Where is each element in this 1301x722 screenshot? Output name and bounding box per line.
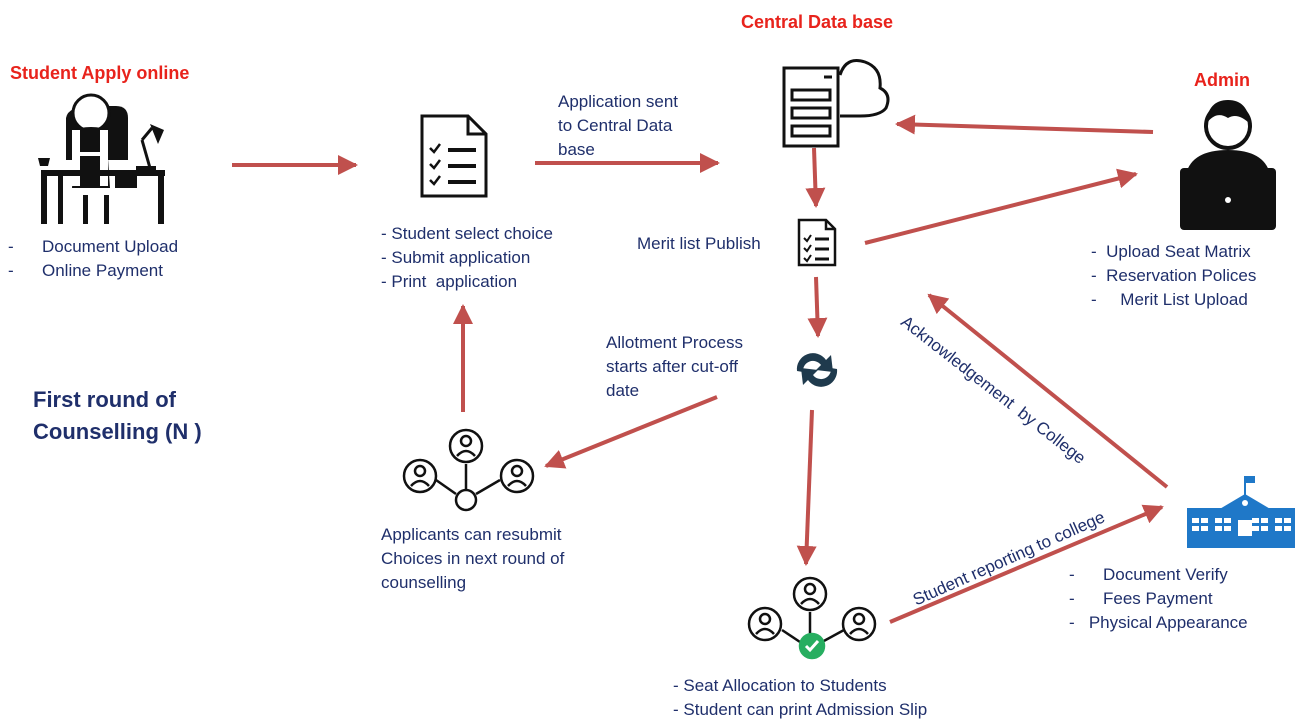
seat-allocation-line-1: - Seat Allocation to Students [673,676,887,695]
admin-item-seat-matrix: - Upload Seat Matrix [1091,242,1251,261]
student-items-list: - Document Upload - Online Payment [8,235,178,283]
applicants-network-icon [402,428,535,512]
application-item-print: - Print application [381,272,518,291]
admin-item-reservation: - Reservation Polices [1091,266,1257,285]
refresh-cycle-icon [796,353,838,387]
allotment-line-2: starts after cut-off [606,357,738,376]
server-cloud-icon [782,59,890,148]
arrow-admin-to-database [895,114,1154,135]
admin-title: Admin [1194,70,1250,90]
allotment-line-3: date [606,381,640,400]
student-desk-icon [38,93,165,224]
checklist-document-icon [420,114,488,198]
college-items-list: - Document Verify - Fees Payment - Physi… [1069,563,1248,635]
arrow-merit-to-admin [864,168,1138,245]
admin-item-merit-upload: - Merit List Upload [1091,290,1248,309]
college-item-document-verify: - Document Verify [1069,565,1228,584]
college-building-icon [1187,476,1295,548]
allotment-label: Allotment Process starts after cut-off d… [606,331,743,403]
arrow-merit-to-allotment [807,276,828,338]
admin-items-list: - Upload Seat Matrix - Reservation Polic… [1091,240,1256,312]
resubmit-label: Applicants can resubmit Choices in next … [381,523,564,595]
student-title: Student Apply online [10,63,190,83]
arrow-seat-to-college [889,504,1164,624]
admin-laptop-icon [1180,100,1276,230]
first-round-line-1: First round of [33,387,176,412]
first-round-line-2: Counselling (N ) [33,419,202,444]
application-item-submit: - Submit application [381,248,531,267]
allotment-line-1: Allotment Process [606,333,743,352]
application-sent-line-2: to Central Data [558,116,673,135]
student-item-online-payment: - Online Payment [8,261,163,280]
college-item-physical-appearance: - Physical Appearance [1069,613,1248,632]
merit-list-label: Merit list Publish [637,234,761,253]
application-item-select-choice: - Student select choice [381,224,553,243]
arrow-allotment-to-applicants [544,395,718,469]
central-database-title: Central Data base [741,12,894,32]
arrow-college-to-admin [927,293,1169,489]
allocated-network-icon [747,576,877,660]
resubmit-line-2: Choices in next round of [381,549,565,568]
arrow-allotment-to-seat [796,409,817,566]
college-item-fees-payment: - Fees Payment [1069,589,1213,608]
small-document-icon [797,218,837,267]
student-item-document-upload: - Document Upload [8,237,179,256]
application-items-list: - Student select choice - Submit applica… [381,222,553,294]
resubmit-line-3: counselling [381,573,467,592]
application-sent-line-1: Application sent [558,92,679,111]
application-sent-line-3: base [558,140,595,159]
first-round-title: First round of Counselling (N ) [33,384,202,448]
seat-allocation-line-2: - Student can print Admission Slip [673,700,928,719]
seat-allocation-label: - Seat Allocation to Students - Student … [673,674,927,722]
arrow-database-to-merit [805,147,826,208]
application-sent-label: Application sent to Central Data base [558,90,678,162]
resubmit-line-1: Applicants can resubmit [381,525,562,544]
